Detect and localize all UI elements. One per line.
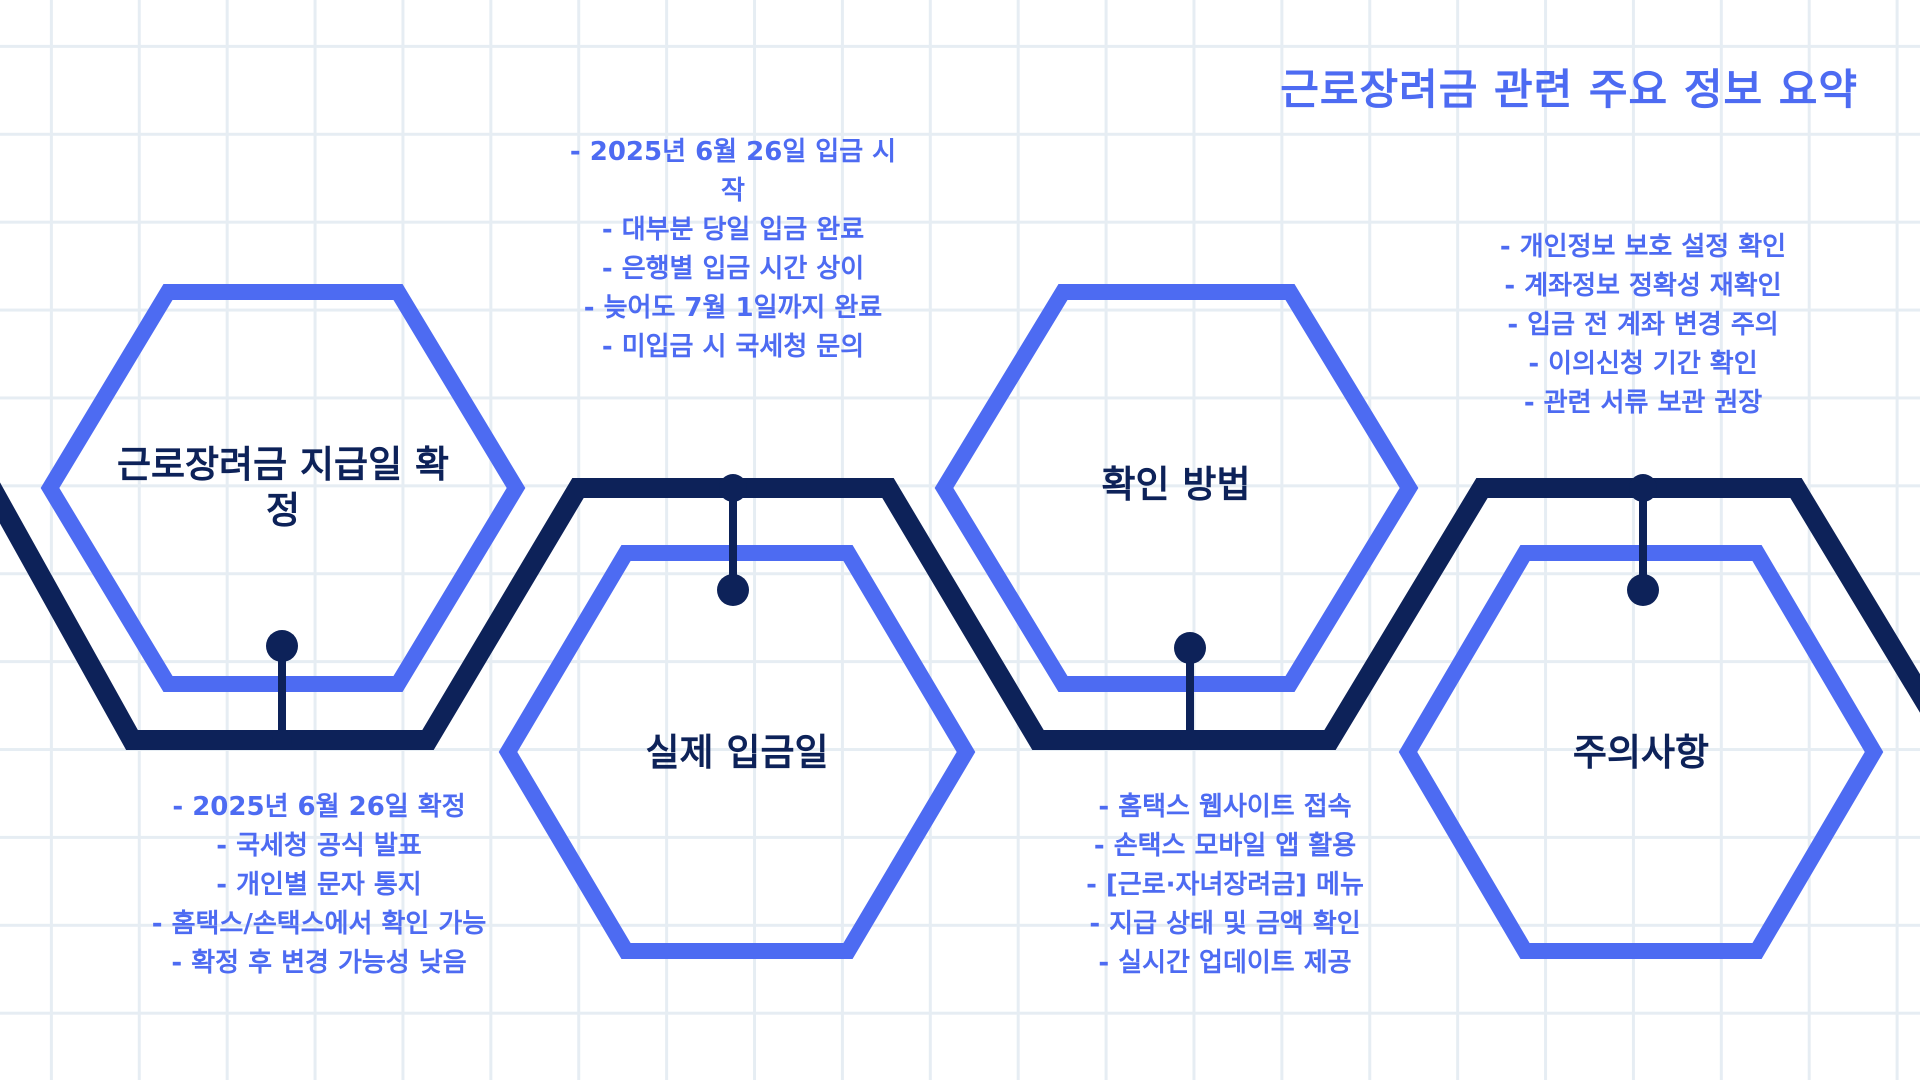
- hexagon-stage-4: [1398, 545, 1884, 959]
- note-item: - 손택스 모바일 앱 활용: [1093, 831, 1357, 861]
- hexagon-stage-3: [934, 284, 1419, 692]
- note-item: - 실시간 업데이트 제공: [1098, 948, 1352, 978]
- connector-pin-1: [266, 630, 298, 750]
- note-item: - 은행별 입금 시간 상이: [601, 254, 865, 284]
- note-item: - 관련 서류 보관 권장: [1523, 388, 1763, 418]
- note-item: - 대부분 당일 입금 완료: [601, 215, 865, 245]
- note-item: - 입금 전 계좌 변경 주의: [1507, 310, 1779, 340]
- note-item: - 개인정보 보호 설정 확인: [1499, 232, 1787, 262]
- note-item: - 2025년 6월 26일 입금 시작: [569, 137, 897, 206]
- connector-pin-2: [717, 474, 749, 606]
- stage-1-label: 근로장려금 지급일 확정: [116, 443, 450, 532]
- note-item: - 개인별 문자 통지: [216, 870, 422, 900]
- stage-4-notes: - 개인정보 보호 설정 확인 - 계좌정보 정확성 재확인 - 입금 전 계좌…: [1453, 228, 1833, 423]
- hexagon-stage-2: [498, 545, 976, 959]
- note-item: - 지급 상태 및 금액 확인: [1089, 909, 1361, 939]
- note-item: - 계좌정보 정확성 재확인: [1504, 271, 1782, 301]
- note-item: - 확정 후 변경 가능성 낮음: [171, 948, 467, 978]
- note-item: - 홈택스/손택스에서 확인 가능: [151, 909, 487, 939]
- stage-2-label: 실제 입금일: [645, 731, 829, 774]
- connector-pin-3: [1174, 632, 1206, 750]
- stage-2-notes: - 2025년 6월 26일 입금 시작 - 대부분 당일 입금 완료 - 은행…: [558, 133, 908, 367]
- stage-3-label: 확인 방법: [1101, 463, 1251, 506]
- note-item: - 국세청 공식 발표: [216, 831, 422, 861]
- note-item: - 이의신청 기간 확인: [1528, 349, 1758, 379]
- note-item: - 미입금 시 국세청 문의: [601, 332, 865, 362]
- page-title: 근로장려금 관련 주요 정보 요약: [1280, 65, 1858, 114]
- hexagon-stage-1: [40, 284, 526, 692]
- stage-1-notes: - 2025년 6월 26일 확정 - 국세청 공식 발표 - 개인별 문자 통…: [149, 788, 489, 983]
- stage-4-label: 주의사항: [1572, 731, 1710, 774]
- note-item: - [근로·자녀장려금] 메뉴: [1086, 870, 1364, 900]
- note-item: - 홈택스 웹사이트 접속: [1098, 792, 1352, 822]
- connector-pin-4: [1627, 474, 1659, 606]
- note-item: - 2025년 6월 26일 확정: [172, 792, 466, 822]
- note-item: - 늦어도 7월 1일까지 완료: [583, 293, 883, 323]
- stage-3-notes: - 홈택스 웹사이트 접속 - 손택스 모바일 앱 활용 - [근로·자녀장려금…: [1035, 788, 1415, 983]
